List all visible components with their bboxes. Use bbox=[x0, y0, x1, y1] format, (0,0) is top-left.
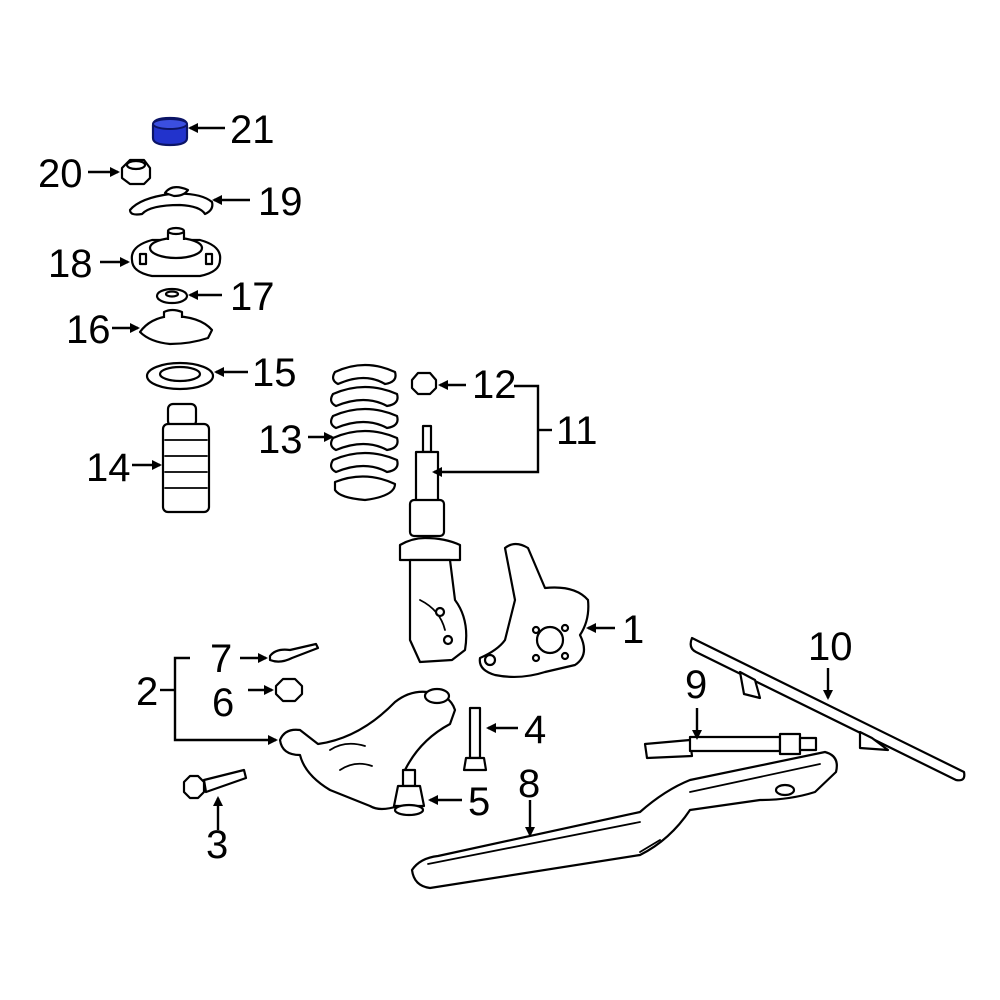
callout-7[interactable]: 7 bbox=[210, 637, 232, 681]
part-12-nut[interactable] bbox=[410, 371, 438, 396]
part-4-bolt[interactable] bbox=[462, 706, 488, 772]
callout-6[interactable]: 6 bbox=[212, 681, 234, 725]
part-21-cap[interactable] bbox=[151, 116, 189, 147]
callout-15[interactable]: 15 bbox=[252, 351, 297, 395]
callout-12[interactable]: 12 bbox=[472, 363, 517, 407]
callout-5[interactable]: 5 bbox=[468, 780, 490, 824]
part-17-washer[interactable] bbox=[155, 287, 189, 305]
callout-16[interactable]: 16 bbox=[66, 308, 111, 352]
callout-11[interactable]: 11 bbox=[556, 409, 598, 453]
part-14-boot[interactable] bbox=[161, 402, 211, 514]
part-20-nut[interactable] bbox=[120, 158, 152, 186]
callout-13[interactable]: 13 bbox=[258, 418, 303, 462]
callout-10[interactable]: 10 bbox=[808, 625, 853, 669]
callout-21[interactable]: 21 bbox=[230, 108, 275, 152]
part-9-rod[interactable] bbox=[643, 732, 818, 760]
part-13-spring[interactable] bbox=[329, 363, 399, 502]
callout-1[interactable]: 1 bbox=[622, 608, 644, 652]
callout-2[interactable]: 2 bbox=[136, 670, 158, 714]
part-2-control-arm[interactable] bbox=[278, 687, 457, 811]
part-8-crossmember[interactable] bbox=[410, 750, 838, 890]
part-10-bar[interactable] bbox=[689, 636, 966, 782]
part-11-strut[interactable] bbox=[398, 424, 468, 664]
callout-19[interactable]: 19 bbox=[258, 180, 303, 224]
callout-14[interactable]: 14 bbox=[86, 446, 131, 490]
part-19-ring[interactable] bbox=[128, 186, 214, 216]
part-1-knuckle[interactable] bbox=[478, 542, 590, 679]
callout-17[interactable]: 17 bbox=[230, 275, 275, 319]
part-18-mount[interactable] bbox=[130, 226, 222, 278]
callout-8[interactable]: 8 bbox=[518, 762, 540, 806]
part-7-pin[interactable] bbox=[268, 642, 320, 663]
callout-9[interactable]: 9 bbox=[685, 663, 707, 707]
callout-4[interactable]: 4 bbox=[524, 708, 546, 752]
part-3-bolt[interactable] bbox=[182, 768, 248, 800]
part-6-nut[interactable] bbox=[274, 677, 304, 703]
part-5-ball-joint[interactable] bbox=[392, 768, 426, 817]
callout-3[interactable]: 3 bbox=[206, 823, 228, 867]
callout-18[interactable]: 18 bbox=[48, 242, 93, 286]
part-16-seat[interactable] bbox=[138, 308, 214, 346]
callout-20[interactable]: 20 bbox=[38, 152, 83, 196]
part-15-insulator[interactable] bbox=[145, 361, 215, 391]
leader-2-bracket bbox=[173, 656, 278, 745]
